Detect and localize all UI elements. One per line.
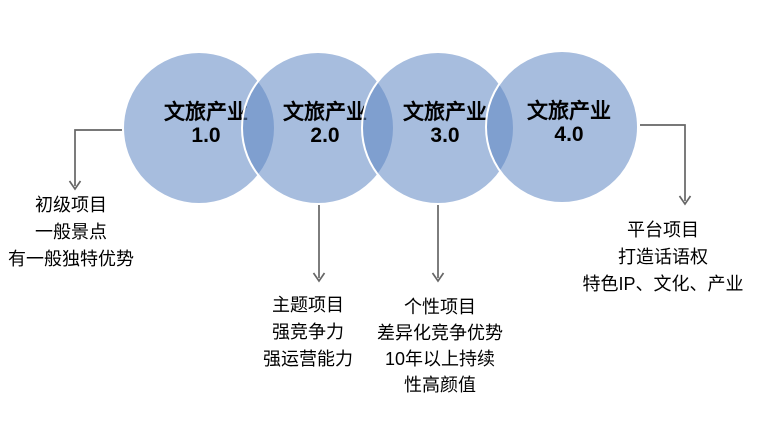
stage-3-name: 文旅产业 [403,101,487,124]
stage-4-elbow-connector [640,124,692,206]
stage-4-arrowhead-icon [678,195,692,206]
stage-3-notes: 个性项目 差异化竞争优势 10年以上持续 性高颜值 [362,294,518,398]
stage-4-notes: 平台项目 打造话语权 特色IP、文化、产业 [568,217,758,298]
note-line: 10年以上持续 [384,349,496,369]
stage-3-down-connector [431,205,445,283]
stage-2-notes: 主题项目 强竞争力 强运营能力 [238,292,378,373]
stage-circle-3: 文旅产业 3.0 [361,51,515,205]
note-line: 个性项目 [404,297,476,317]
note-line: 强竞争力 [272,322,344,342]
stage-circle-3-label: 文旅产业 3.0 [370,49,520,199]
stage-4-name: 文旅产业 [527,100,611,123]
note-line: 有一般独特优势 [8,249,134,269]
stage-1-elbow-connector [68,129,122,191]
note-line: 一般景点 [35,222,107,242]
note-line: 性高颜值 [404,375,476,395]
stage-circle-1-label: 文旅产业 1.0 [131,49,281,199]
stage-1-name: 文旅产业 [164,101,248,124]
note-line: 初级项目 [35,195,107,215]
stage-2-version: 2.0 [310,124,340,147]
note-line: 打造话语权 [618,247,708,267]
stage-2-arrowhead-icon [312,272,326,283]
stage-circle-2-label: 文旅产业 2.0 [250,49,400,199]
stage-3-arrowhead-icon [431,272,445,283]
stage-circle-4-label: 文旅产业 4.0 [494,48,644,198]
stage-circle-4: 文旅产业 4.0 [485,50,639,204]
note-line: 差异化竞争优势 [377,323,503,343]
stage-2-name: 文旅产业 [283,101,367,124]
stage-4-connector-line [640,124,686,201]
stage-1-connector-line [74,129,122,186]
stage-2-down-connector [312,205,326,283]
stage-1-version: 1.0 [191,124,221,147]
stage-1-arrowhead-icon [68,180,82,191]
stage-1-notes: 初级项目 一般景点 有一般独特优势 [0,192,147,273]
stage-4-version: 4.0 [554,123,584,146]
note-line: 强运营能力 [263,349,353,369]
note-line: 特色IP、文化、产业 [582,274,744,294]
stage-3-version: 3.0 [430,124,460,147]
note-line: 主题项目 [272,295,344,315]
note-line: 平台项目 [627,220,699,240]
